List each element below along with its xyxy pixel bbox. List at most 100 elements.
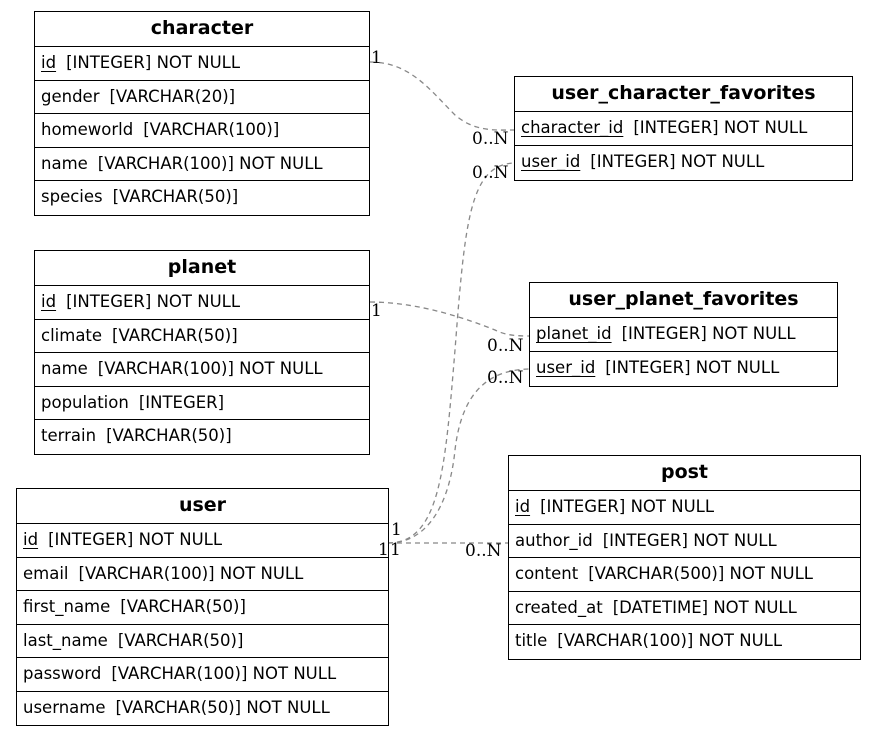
field-row: id [INTEGER] NOT NULL [509,491,860,525]
field-type: [VARCHAR(50)] [106,426,232,445]
field-type: [VARCHAR(100)] NOT NULL [97,359,323,378]
field-name: id [41,53,57,72]
field-name: password [23,664,102,683]
cardinality-label: 0..N [472,163,509,183]
cardinality-label: 1 [371,48,382,68]
field-row: id [INTEGER] NOT NULL [17,524,388,558]
entity-title: post [509,456,860,491]
field-row: terrain [VARCHAR(50)] [35,420,369,454]
field-type: [INTEGER] NOT NULL [48,530,223,549]
field-name: homeworld [41,120,134,139]
field-name: author_id [515,530,593,550]
field-name: planet_id [536,324,612,343]
field-name: population [41,392,129,412]
entity-user-character-favorites[interactable]: user_character_favorites character_id [IN… [514,76,853,181]
field-name: user_id [536,357,596,377]
field-type: [INTEGER] NOT NULL [621,324,796,343]
cardinality-label: 1 [390,540,401,560]
cardinality-label: 0..N [487,368,524,388]
field-row: last_name [VARCHAR(50)] [17,625,388,658]
field-type: [VARCHAR(50)] [117,630,244,650]
field-row: homeworld [VARCHAR(100)] [35,114,369,148]
field-type: [VARCHAR(50)] [120,597,246,616]
entity-user[interactable]: user id [INTEGER] NOT NULL email [VARCHAR(… [16,488,389,726]
field-row: name [VARCHAR(100)] NOT NULL [35,148,369,181]
entity-title: character [35,12,369,47]
field-name: email [23,563,69,583]
edge-user-to-user-character-favorites [387,162,515,544]
entity-title: planet [35,251,369,286]
entity-title: user [17,489,388,524]
edge-planet-to-user-planet-favorites [369,301,530,337]
field-row: id [INTEGER] NOT NULL [35,286,369,320]
field-name: content [515,564,579,583]
entity-character[interactable]: character id [INTEGER] NOT NULL gender [VA… [34,11,370,216]
field-type: [VARCHAR(100)] NOT NULL [557,631,783,650]
cardinality-label: 0..N [465,541,502,561]
cardinality-label: 0..N [487,336,524,356]
cardinality-label: 1 [378,540,389,560]
field-type: [VARCHAR(100)] NOT NULL [111,664,337,683]
entity-planet[interactable]: planet id[INTEGER] NOT NULL climate[VARC… [34,250,370,455]
field-name: id [41,292,57,311]
field-name: id [23,530,39,549]
field-type: [VARCHAR(50)] NOT NULL [115,697,330,717]
field-type: [DATETIME] NOT NULL [612,597,797,617]
field-name: character_id [521,118,624,137]
field-row: planet_id [INTEGER] NOT NULL [530,318,837,352]
field-row: content [VARCHAR(500)] NOT NULL [509,558,860,592]
field-name: species [41,187,103,206]
field-name: first_name [23,597,111,616]
entity-post[interactable]: post id [INTEGER] NOT NULL author_id [INTE… [508,455,861,660]
field-name: last_name [23,630,108,650]
field-name: user_id [521,151,581,171]
field-name: title [515,631,548,650]
field-type: [INTEGER] NOT NULL [633,118,808,137]
field-type: [INTEGER] NOT NULL [602,530,777,550]
field-type: [VARCHAR(20)] [109,86,236,106]
field-row: climate[VARCHAR(50)] [35,320,369,353]
field-type: [VARCHAR(100)] [143,120,280,139]
field-name: username [23,697,106,717]
field-name: created_at [515,597,603,617]
cardinality-label: 1 [371,301,382,321]
field-row: id [INTEGER] NOT NULL [35,47,369,81]
field-row: created_at [DATETIME] NOT NULL [509,592,860,625]
field-row: population [INTEGER] [35,387,369,420]
field-type: [INTEGER] NOT NULL [66,292,241,311]
cardinality-label: 1 [391,520,402,540]
field-row: author_id [INTEGER] NOT NULL [509,525,860,558]
field-row: gender [VARCHAR(20)] [35,81,369,114]
field-row: password [VARCHAR(100)] NOT NULL [17,658,388,692]
field-row: user_id [INTEGER] NOT NULL [530,352,837,386]
field-row: name [VARCHAR(100)] NOT NULL [35,353,369,387]
field-name: terrain [41,426,97,445]
field-row: first_name [VARCHAR(50)] [17,591,388,625]
entity-user-planet-favorites[interactable]: user_planet_favorites planet_id [INTEGER]… [529,282,838,387]
field-type: [VARCHAR(500)] NOT NULL [588,564,813,583]
field-row: username [VARCHAR(50)] NOT NULL [17,692,388,726]
field-type: [INTEGER] NOT NULL [590,151,765,171]
cardinality-label: 0..N [472,129,509,149]
field-type: [INTEGER] NOT NULL [66,53,241,72]
field-name: name [41,359,88,378]
field-row: species [VARCHAR(50)] [35,181,369,215]
entity-title: user_character_favorites [515,77,852,112]
entity-title: user_planet_favorites [530,283,837,318]
edge-user-to-user-planet-favorites [387,368,530,544]
field-type: [VARCHAR(100)] NOT NULL [78,563,304,583]
field-row: character_id [INTEGER] NOT NULL [515,112,852,146]
field-name: climate [41,325,103,345]
field-type: [VARCHAR(100)] NOT NULL [97,153,323,173]
field-type: [INTEGER] NOT NULL [540,497,715,516]
field-name: gender [41,86,100,106]
field-row: email [VARCHAR(100)] NOT NULL [17,558,388,591]
field-row: title [VARCHAR(100)] NOT NULL [509,625,860,659]
field-type: [INTEGER] NOT NULL [605,357,780,377]
field-name: name [41,153,88,173]
field-type: [INTEGER] [138,392,225,412]
field-name: id [515,497,531,516]
field-row: user_id [INTEGER] NOT NULL [515,146,852,180]
field-type: [VARCHAR(50)] [112,187,239,206]
